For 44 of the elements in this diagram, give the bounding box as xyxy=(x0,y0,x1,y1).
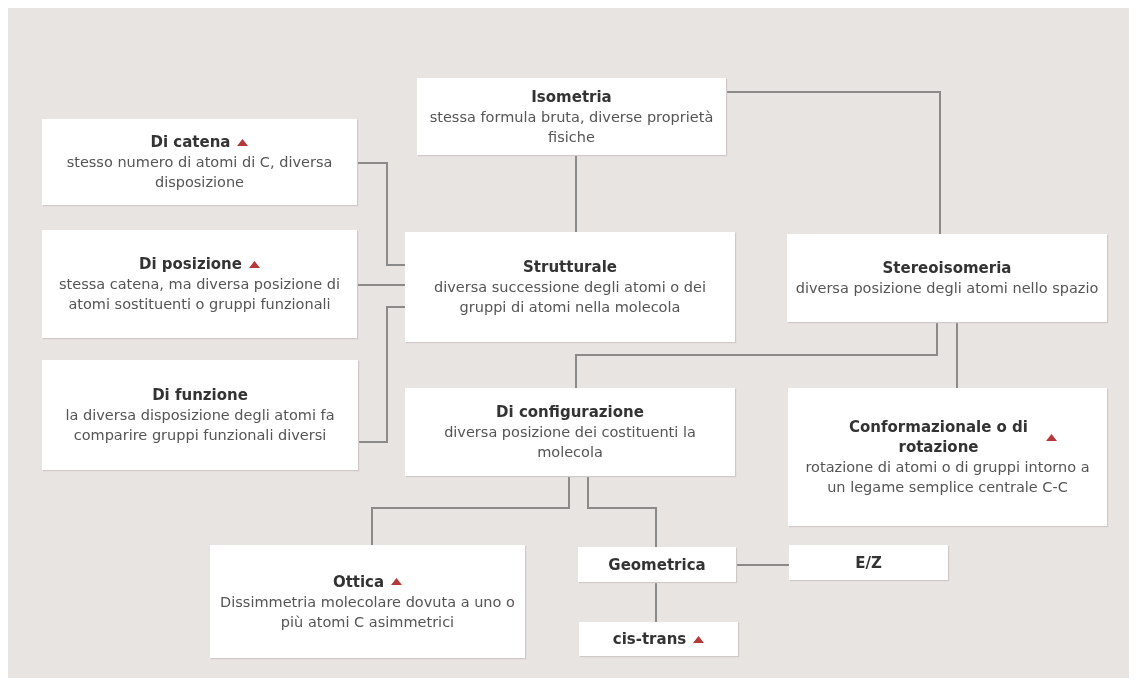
connector-line xyxy=(587,475,657,548)
node-description: Dissimmetria molecolare dovuta a uno o più atomi C asimmetrici xyxy=(219,592,516,632)
node-title: Di catena xyxy=(150,132,231,152)
connector-line xyxy=(356,284,406,286)
concept-box xyxy=(42,360,358,470)
connector-line xyxy=(655,581,657,623)
concept-box xyxy=(210,545,525,658)
connector-line xyxy=(575,321,938,389)
node-description: stesso numero di atomi di C, diversa disposizione xyxy=(65,153,334,192)
concept-box xyxy=(579,622,738,656)
connector-line xyxy=(735,564,790,566)
concept-box xyxy=(787,234,1107,322)
node-title: Conformazionale o di rotazione xyxy=(848,417,1029,457)
concept-box xyxy=(578,547,736,582)
connector-line xyxy=(356,162,406,266)
node-description: diversa successione degli atomi o dei gruppi di atomi nella molecola xyxy=(433,278,707,317)
concept-box xyxy=(42,119,357,205)
concept-box xyxy=(405,388,735,476)
node-title: Stereoisomeria xyxy=(882,258,1012,278)
node-description: rotazione di atomi o di gruppi intorno a un legame semplice centrale C-C xyxy=(804,458,1091,497)
concept-box xyxy=(789,545,948,580)
connector-line xyxy=(956,321,958,389)
node-title: Strutturale xyxy=(523,257,617,277)
concept-box xyxy=(788,388,1107,526)
node-description: diversa posizione dei costituenti la molecola xyxy=(443,423,697,462)
concept-box xyxy=(42,230,357,338)
node-title: Di posizione xyxy=(139,254,242,274)
node-title: Ottica xyxy=(332,571,385,592)
node-title: Geometrica xyxy=(608,554,706,575)
node-title: Di funzione xyxy=(152,385,248,405)
node-description: diversa posizione degli atomi nello spazio xyxy=(795,279,1099,298)
connector-line xyxy=(371,475,570,546)
node-description: stessa formula bruta, diverse proprietà fisiche xyxy=(428,107,715,147)
concept-box xyxy=(417,78,726,155)
concept-box xyxy=(405,232,735,342)
node-description: stessa catena, ma diversa posizione di atomi sostituenti o gruppi funzionali xyxy=(58,275,341,314)
node-title: Isometria xyxy=(531,86,612,107)
node-title: cis-trans xyxy=(612,629,687,649)
node-title: Di configurazione xyxy=(496,402,644,422)
connector-line xyxy=(357,306,406,443)
node-description: la diversa disposizione degli atomi fa comparire gruppi funzionali diversi xyxy=(64,406,336,445)
connector-line xyxy=(575,154,577,233)
node-title: E/Z xyxy=(855,552,882,573)
connector-line xyxy=(725,91,941,235)
